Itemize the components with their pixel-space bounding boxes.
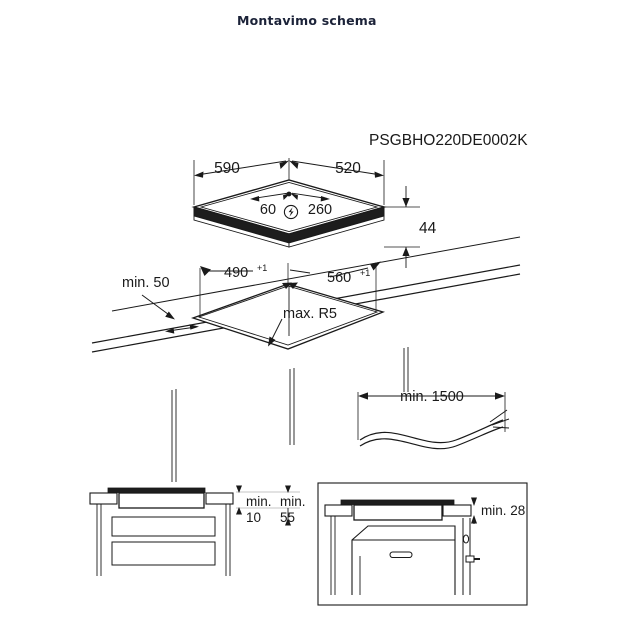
dim-label-490-group: 490 +1 [224, 263, 267, 281]
dim-label-490: 490 [224, 265, 248, 281]
dim-label-max-r5: max. R5 [283, 306, 337, 322]
arrow-520-right [374, 171, 384, 178]
page-title: Montavimo schema [237, 13, 377, 28]
hob-lip-right [288, 215, 385, 248]
dim-label-560-group: 560 +1 [327, 268, 370, 286]
drawer-lower [111, 541, 216, 566]
arrow-cable-left [358, 392, 368, 400]
dim-label-60: 60 [260, 202, 276, 218]
arrow-260-right [320, 196, 330, 202]
arrow-590-right [279, 160, 289, 169]
hob-glass-top-right-view [340, 499, 455, 505]
arrow-min55-down [285, 485, 291, 493]
dim-label-min50: min. 50 [122, 275, 170, 291]
cable-outline-upper [359, 419, 504, 444]
worktop-slab-right [205, 492, 234, 505]
arrow-min10-up [236, 507, 242, 515]
arrow-260-left [290, 192, 298, 200]
oven-door-handle [389, 551, 413, 558]
worktop-cutout-group [91, 236, 521, 482]
dim-line-560 [329, 267, 369, 278]
dim-label-min1500: min. 1500 [400, 389, 464, 405]
dim-label-520: 520 [335, 160, 361, 177]
arrow-44-up [402, 247, 410, 256]
install-oven-group [317, 482, 528, 606]
hob-body-left-view [118, 492, 205, 509]
drawer-upper [111, 516, 216, 537]
dim-label-min10-value: 10 [246, 510, 261, 525]
arrow-gap50-right [189, 324, 199, 330]
mounting-screw-lower [465, 555, 475, 563]
arrow-60-left [250, 196, 260, 202]
arrow-min55-up [285, 518, 291, 526]
dim-label-min55-prefix: min. [280, 494, 306, 509]
cable-wire-1 [489, 409, 508, 423]
arrow-r5 [268, 336, 276, 347]
hob-body-right-view [353, 504, 443, 521]
cable-outline-lower [359, 426, 504, 450]
hob-perspective-group [191, 158, 420, 268]
arrow-cutout-right [288, 282, 298, 289]
dim-label-560-tolerance: +1 [360, 268, 370, 278]
dim-label-min10-prefix: min. [246, 494, 272, 509]
arrow-min28-up [471, 515, 477, 524]
arrow-490-left [200, 266, 211, 276]
arrow-min28-down [471, 497, 477, 506]
product-code: PSGBHO220DE0002K [369, 132, 528, 149]
connection-point-dot [286, 191, 292, 197]
dim-label-260: 260 [308, 202, 332, 218]
arrow-min10-down [236, 485, 242, 493]
dim-label-44: 44 [419, 220, 437, 237]
dim-label-min28: min. 28 [481, 503, 525, 518]
dim-line-590 [196, 160, 287, 176]
arrow-cable-right [495, 392, 505, 400]
dim-line-490-b [289, 269, 311, 274]
arrow-gap50-left [165, 328, 175, 334]
electrical-connection-icon [283, 204, 299, 220]
hob-glass-top-left-view [107, 487, 206, 493]
dim-label-490-tolerance: +1 [257, 263, 267, 273]
dim-line-520 [291, 160, 382, 176]
worktop-slab-oven-left [324, 504, 353, 517]
arrow-min50 [165, 311, 175, 320]
dim-label-min55-value: 55 [280, 510, 295, 525]
leader-line-min50 [141, 294, 173, 318]
worktop-slab-left [89, 492, 118, 505]
cable-group [357, 392, 510, 450]
worktop-slab-oven-right [442, 504, 472, 517]
oven-body [351, 525, 456, 595]
arrow-590-left [194, 171, 204, 178]
cable-wire-3 [492, 426, 510, 429]
worktop-rear-edge [111, 236, 521, 312]
worktop-cutout-inner [197, 285, 379, 346]
arrow-520-left [289, 160, 299, 169]
leader-line-r5 [270, 318, 283, 342]
install-drawers-group [89, 485, 300, 576]
mounting-screw-upper [462, 534, 470, 544]
dim-label-590: 590 [214, 160, 240, 177]
arrow-560-right [370, 261, 381, 271]
arrow-44-down [402, 198, 410, 207]
dim-label-560: 560 [327, 270, 351, 286]
cable-wire-2 [491, 418, 510, 426]
